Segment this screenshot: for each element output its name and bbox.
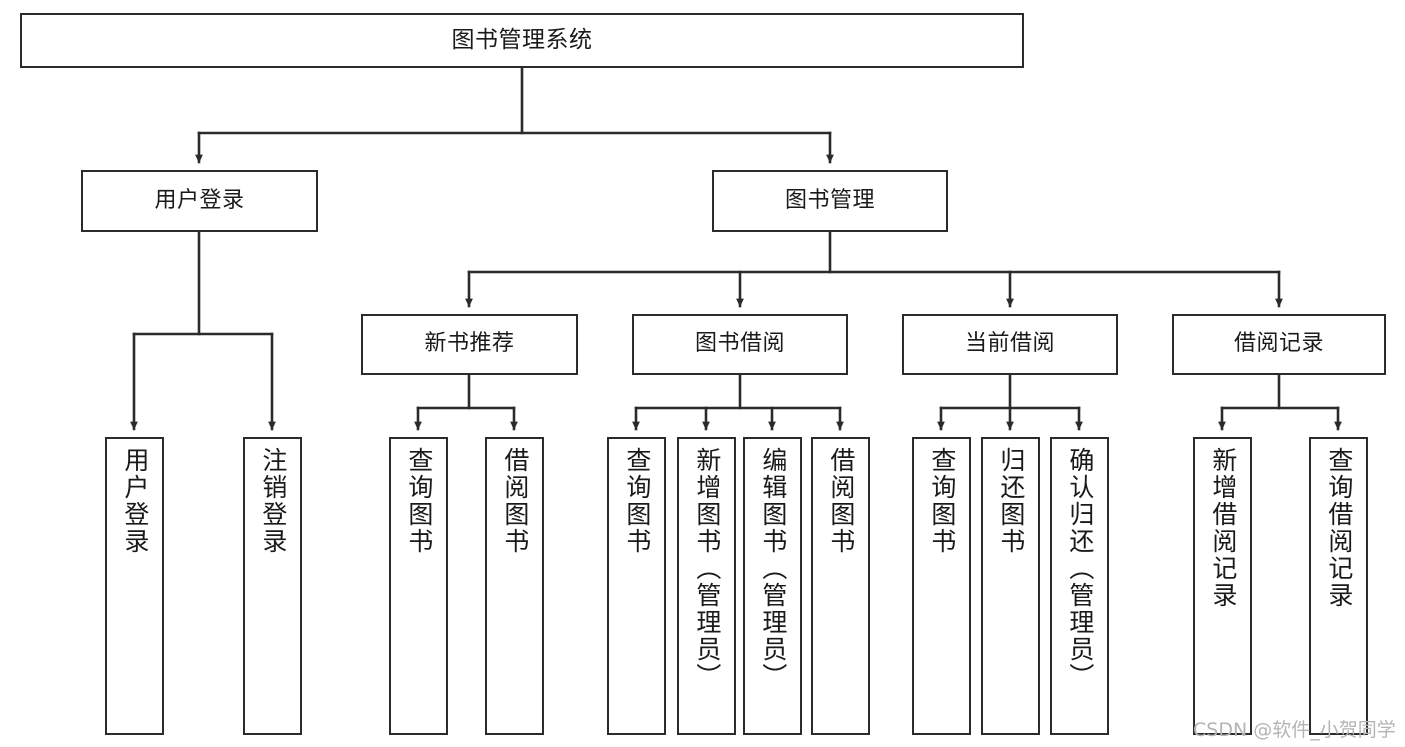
- node-label: 查询图书: [622, 447, 652, 555]
- node-label: 图书管理: [784, 187, 875, 213]
- node-label: 查询图书: [404, 447, 434, 555]
- node-label: 确认归还（管理员）: [1065, 447, 1095, 690]
- node-label: 图书管理系统: [451, 26, 593, 53]
- leaf-add-book-admin[interactable]: 新增图书（管理员）: [677, 437, 736, 735]
- node-label: 图书借阅: [694, 331, 785, 357]
- node-label: 新增借阅记录: [1208, 447, 1238, 609]
- leaf-query-books-current[interactable]: 查询图书: [912, 437, 971, 735]
- leaf-borrow-books-new-recommend[interactable]: 借阅图书: [485, 437, 544, 735]
- leaf-query-books-new-recommend[interactable]: 查询图书: [389, 437, 448, 735]
- node-label: 新书推荐: [424, 331, 515, 357]
- node-label: 当前借阅: [964, 331, 1055, 357]
- node-label: 借阅图书: [500, 447, 530, 555]
- node-book-borrowing[interactable]: 图书借阅: [632, 314, 848, 375]
- node-label: 用户登录: [120, 447, 150, 555]
- node-label: 归还图书: [996, 447, 1026, 555]
- leaf-return-books[interactable]: 归还图书: [981, 437, 1040, 735]
- node-label: 注销登录: [258, 447, 288, 555]
- node-label: 借阅记录: [1233, 331, 1324, 357]
- leaf-confirm-return-admin[interactable]: 确认归还（管理员）: [1050, 437, 1109, 735]
- node-new-book-recommendation[interactable]: 新书推荐: [361, 314, 578, 375]
- node-label: 编辑图书（管理员）: [758, 447, 788, 690]
- leaf-logout[interactable]: 注销登录: [243, 437, 302, 735]
- node-label: 查询图书: [927, 447, 957, 555]
- node-root-book-management-system[interactable]: 图书管理系统: [20, 13, 1024, 68]
- leaf-user-login[interactable]: 用户登录: [105, 437, 164, 735]
- node-user-login[interactable]: 用户登录: [81, 170, 318, 232]
- leaf-edit-book-admin[interactable]: 编辑图书（管理员）: [743, 437, 802, 735]
- csdn-watermark: CSDN @软件_小贺同学: [1193, 719, 1396, 741]
- node-label: 用户登录: [154, 187, 245, 213]
- leaf-borrow-books[interactable]: 借阅图书: [811, 437, 870, 735]
- leaf-query-books-borrow[interactable]: 查询图书: [607, 437, 666, 735]
- node-label: 新增图书（管理员）: [692, 447, 722, 690]
- node-label: 借阅图书: [826, 447, 856, 555]
- node-book-management[interactable]: 图书管理: [712, 170, 948, 232]
- leaf-add-borrow-record[interactable]: 新增借阅记录: [1193, 437, 1252, 735]
- node-borrow-records[interactable]: 借阅记录: [1172, 314, 1386, 375]
- node-label: 查询借阅记录: [1324, 447, 1354, 609]
- node-current-borrowing[interactable]: 当前借阅: [902, 314, 1118, 375]
- leaf-query-borrow-record[interactable]: 查询借阅记录: [1309, 437, 1368, 735]
